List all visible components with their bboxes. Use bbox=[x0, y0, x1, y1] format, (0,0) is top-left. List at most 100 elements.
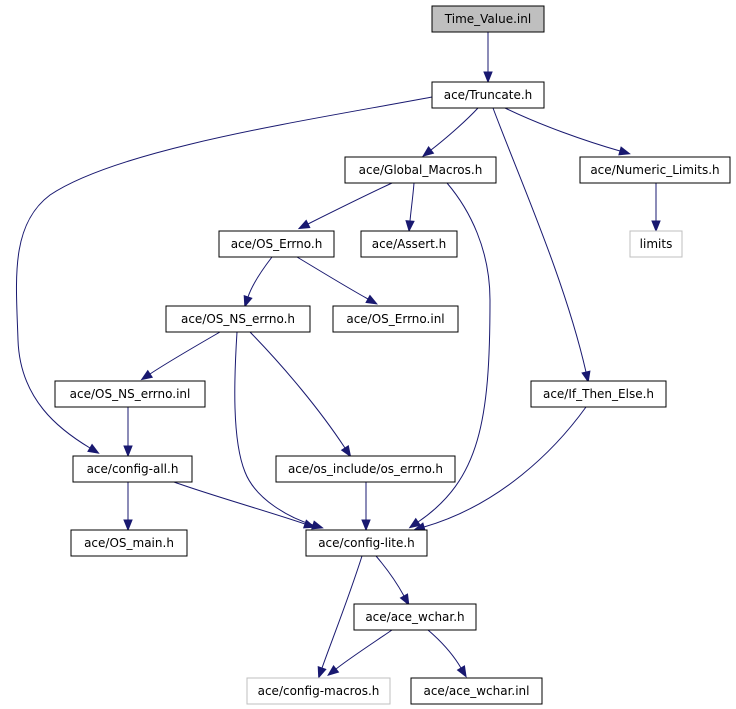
arrowhead-icon bbox=[405, 220, 415, 233]
node-label: ace/config-all.h bbox=[87, 462, 179, 476]
node-config-lite-h[interactable]: ace/config-lite.h bbox=[305, 529, 428, 557]
edge-line bbox=[427, 629, 462, 669]
edge-truncate-h-to-config-all-h bbox=[15, 96, 433, 454]
node-numeric-limits-h[interactable]: ace/Numeric_Limits.h bbox=[579, 156, 731, 184]
arrowhead-icon bbox=[317, 665, 327, 679]
arrowhead-icon bbox=[456, 665, 467, 678]
node-label: ace/Global_Macros.h bbox=[359, 163, 483, 177]
edge-ace-wchar-h-to-config-macros-h bbox=[327, 629, 393, 677]
arrowhead-icon bbox=[123, 519, 133, 532]
arrowhead-icon bbox=[618, 146, 631, 156]
node-box bbox=[344, 156, 497, 184]
arrowhead-icon bbox=[581, 370, 591, 384]
arrowhead-icon bbox=[408, 517, 422, 529]
node-label: ace/OS_NS_errno.h bbox=[181, 312, 295, 326]
node-box bbox=[305, 529, 428, 557]
node-label: ace/Numeric_Limits.h bbox=[590, 163, 719, 177]
edge-os-errno-h-to-os-ns-errno-h bbox=[243, 256, 273, 308]
nodes-layer: Time_Value.inl ace/Truncate.h ace/Global_M… bbox=[54, 5, 731, 705]
edge-numeric-limits-h-to-limits bbox=[651, 183, 661, 233]
edge-line bbox=[375, 555, 405, 597]
arrowhead-icon bbox=[651, 220, 661, 233]
edge-line bbox=[335, 629, 393, 670]
arrowhead-icon bbox=[422, 145, 435, 157]
edge-os-ns-errno-h-to-os-include-os-errno-h bbox=[249, 331, 352, 458]
node-ace-wchar-h[interactable]: ace/ace_wchar.h bbox=[353, 603, 477, 631]
edge-config-lite-h-to-config-macros-h bbox=[317, 555, 363, 679]
edge-line bbox=[321, 555, 363, 669]
edge-line bbox=[504, 107, 621, 152]
arrowhead-icon bbox=[87, 443, 100, 454]
arrowhead-icon bbox=[327, 664, 340, 677]
edge-os-include-os-errno-h-to-config-lite-h bbox=[361, 482, 371, 532]
edge-config-all-h-to-os-main-h bbox=[123, 482, 133, 532]
node-label: ace/Truncate.h bbox=[444, 88, 533, 102]
node-label: ace/ace_wchar.inl bbox=[423, 684, 529, 698]
arrowhead-icon bbox=[140, 369, 154, 381]
edge-line bbox=[492, 107, 587, 373]
edge-line bbox=[149, 331, 221, 375]
edge-global-macros-h-to-assert-h bbox=[405, 182, 415, 233]
node-label: ace/If_Then_Else.h bbox=[543, 387, 654, 401]
edge-line bbox=[307, 182, 393, 225]
node-box bbox=[275, 455, 456, 483]
node-box bbox=[353, 603, 477, 631]
node-assert-h[interactable]: ace/Assert.h bbox=[360, 230, 458, 258]
edge-line bbox=[430, 107, 479, 151]
arrowhead-icon bbox=[302, 519, 316, 529]
node-label: limits bbox=[640, 237, 673, 251]
edge-truncate-h-to-numeric-limits-h bbox=[504, 107, 631, 156]
node-box bbox=[72, 455, 193, 483]
node-global-macros-h[interactable]: ace/Global_Macros.h bbox=[344, 156, 497, 184]
node-os-errno-h[interactable]: ace/OS_Errno.h bbox=[218, 230, 335, 258]
node-box bbox=[629, 230, 683, 258]
node-label: ace/config-lite.h bbox=[318, 536, 415, 550]
arrowhead-icon bbox=[399, 593, 410, 606]
node-config-all-h[interactable]: ace/config-all.h bbox=[72, 455, 193, 483]
edge-line bbox=[296, 256, 369, 300]
edges-layer bbox=[15, 32, 661, 679]
node-os-main-h[interactable]: ace/OS_main.h bbox=[70, 529, 188, 557]
node-os-include-os-errno-h[interactable]: ace/os_include/os_errno.h bbox=[275, 455, 456, 483]
edge-line bbox=[234, 331, 314, 526]
edge-line bbox=[417, 182, 491, 523]
edge-os-ns-errno-inl-to-config-all-h bbox=[123, 407, 133, 458]
arrowhead-icon bbox=[297, 219, 311, 230]
edge-time-value-inl-to-truncate-h bbox=[483, 32, 493, 84]
node-box bbox=[332, 305, 459, 333]
node-os-errno-inl[interactable]: ace/OS_Errno.inl bbox=[332, 305, 459, 333]
edge-ace-wchar-h-to-ace-wchar-inl bbox=[427, 629, 467, 678]
node-box bbox=[218, 230, 335, 258]
node-ace-wchar-inl[interactable]: ace/ace_wchar.inl bbox=[410, 677, 543, 705]
node-label: ace/OS_Errno.inl bbox=[346, 312, 444, 326]
node-box bbox=[431, 81, 545, 109]
node-box bbox=[530, 380, 667, 408]
edge-line bbox=[409, 182, 415, 222]
node-limits: limits bbox=[629, 230, 683, 258]
edge-truncate-h-to-global-macros-h bbox=[422, 107, 479, 157]
node-label: Time_Value.inl bbox=[444, 12, 531, 26]
node-if-then-else-h[interactable]: ace/If_Then_Else.h bbox=[530, 380, 667, 408]
edge-os-errno-h-to-os-errno-inl bbox=[296, 256, 378, 305]
node-box bbox=[579, 156, 731, 184]
node-os-ns-errno-inl[interactable]: ace/OS_NS_errno.inl bbox=[54, 380, 206, 408]
edge-global-macros-h-to-os-errno-h bbox=[297, 182, 393, 230]
node-truncate-h[interactable]: ace/Truncate.h bbox=[431, 81, 545, 109]
edge-line bbox=[15, 96, 433, 449]
node-label: ace/os_include/os_errno.h bbox=[288, 462, 443, 476]
node-label: ace/OS_Errno.h bbox=[231, 237, 323, 251]
node-label: ace/OS_main.h bbox=[84, 536, 174, 550]
edge-truncate-h-to-if-then-else-h bbox=[492, 107, 591, 384]
edge-config-all-h-to-config-lite-h bbox=[173, 481, 316, 529]
node-os-ns-errno-h[interactable]: ace/OS_NS_errno.h bbox=[165, 305, 311, 333]
node-box bbox=[165, 305, 311, 333]
node-label: ace/config-macros.h bbox=[258, 684, 380, 698]
arrowhead-icon bbox=[123, 445, 133, 458]
edge-config-lite-h-to-ace-wchar-h bbox=[375, 555, 410, 606]
arrowhead-icon bbox=[361, 519, 371, 532]
node-box bbox=[54, 380, 206, 408]
node-label: ace/Assert.h bbox=[372, 237, 447, 251]
node-box bbox=[246, 677, 391, 705]
node-box bbox=[431, 5, 545, 33]
node-config-macros-h: ace/config-macros.h bbox=[246, 677, 391, 705]
